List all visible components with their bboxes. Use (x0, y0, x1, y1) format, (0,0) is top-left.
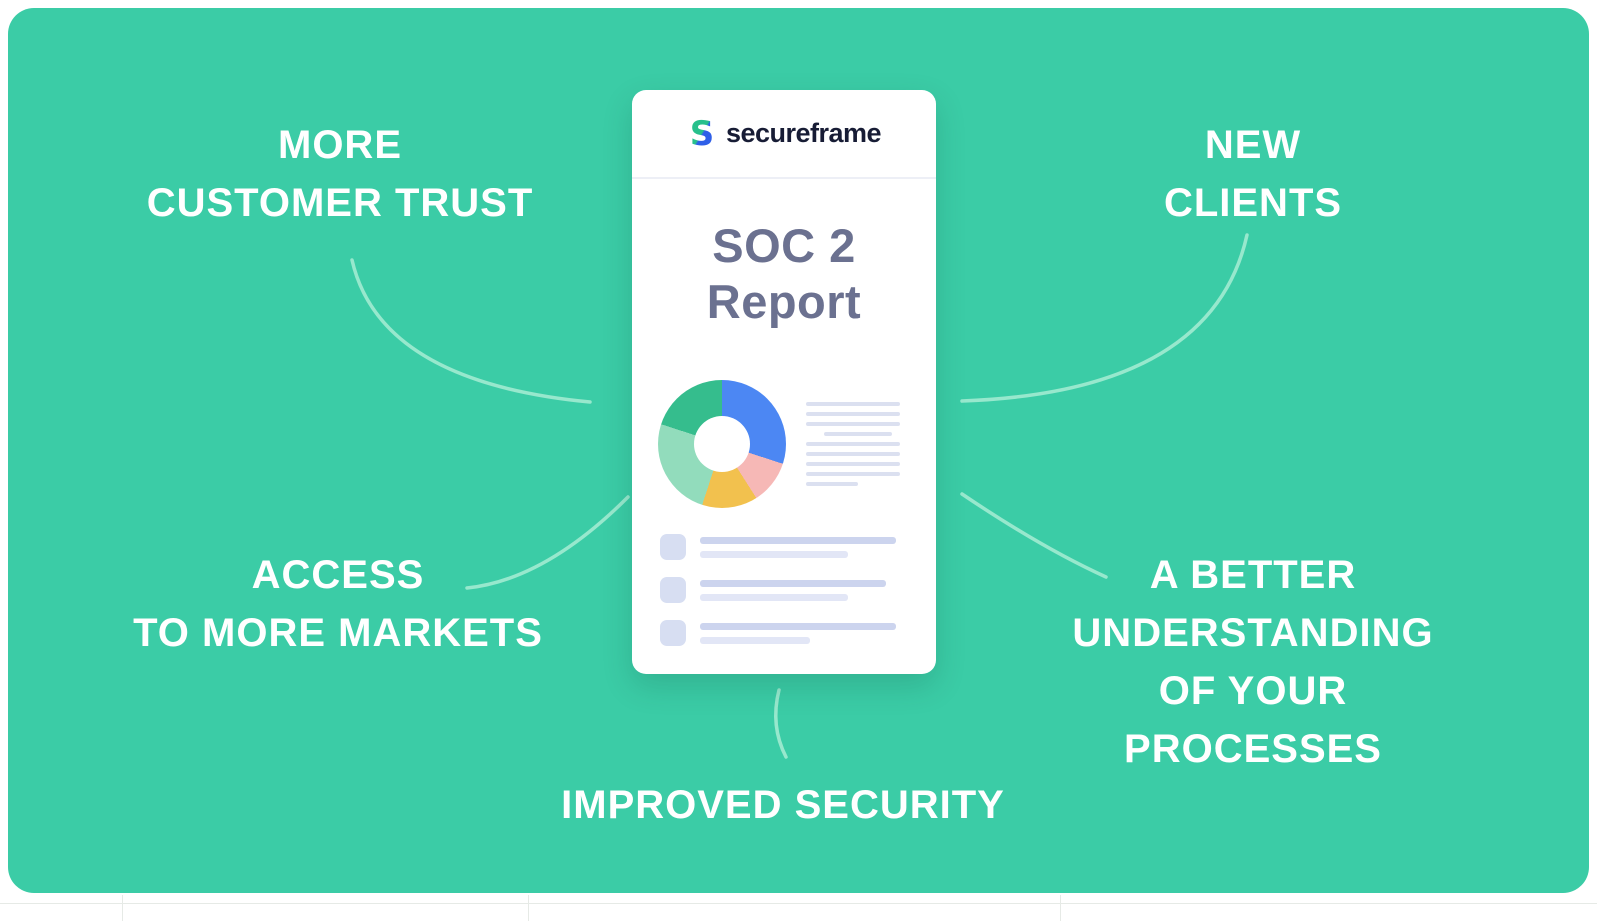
report-checklist (660, 534, 908, 646)
placeholder-text-line (806, 482, 858, 486)
placeholder-text-line (700, 537, 896, 544)
background-grid-tick (528, 895, 529, 921)
card-divider (632, 177, 936, 179)
report-summary-section (632, 380, 936, 508)
secureframe-logo: S secureframe (632, 114, 936, 152)
placeholder-text-line (806, 452, 900, 456)
placeholder-text-line (700, 637, 810, 644)
background-grid-tick (1060, 895, 1061, 921)
placeholder-text-line (806, 472, 900, 476)
checklist-item-lines (700, 534, 896, 558)
report-paragraph-lines (806, 402, 910, 486)
placeholder-text-line (806, 402, 900, 406)
donut-hole (694, 416, 750, 472)
checklist-item (660, 620, 908, 646)
background-grid-line (0, 903, 1597, 904)
benefit-label-better-understanding: A BETTER UNDERSTANDING OF YOUR PROCESSES (1072, 553, 1434, 771)
report-title: SOC 2 Report (706, 219, 862, 328)
secureframe-logo-icon: S (690, 114, 715, 152)
placeholder-text-line (824, 432, 892, 436)
benefit-label-improved-security: IMPROVED SECURITY (561, 783, 1005, 827)
placeholder-text-line (700, 623, 896, 630)
secureframe-logo-text: secureframe (725, 117, 882, 148)
checklist-item (660, 534, 908, 560)
placeholder-text-line (700, 594, 848, 601)
checkbox-placeholder (660, 620, 686, 646)
benefit-label-new-clients: NEW CLIENTS (1163, 123, 1343, 225)
svg-text:S: S (690, 114, 715, 152)
placeholder-text-line (806, 412, 900, 416)
checklist-item (660, 577, 908, 603)
report-donut-chart (658, 380, 786, 508)
placeholder-text-line (806, 462, 900, 466)
background-grid-tick (122, 895, 123, 921)
placeholder-text-line (806, 442, 900, 446)
soc2-report-card: S secureframe SOC 2 Report (632, 90, 936, 674)
checkbox-placeholder (660, 577, 686, 603)
checklist-item-lines (700, 577, 886, 601)
benefit-label-access-to-more-markets: ACCESS TO MORE MARKETS (133, 553, 543, 655)
placeholder-text-line (806, 422, 900, 426)
placeholder-text-line (700, 580, 886, 587)
placeholder-text-line (700, 551, 848, 558)
checklist-item-lines (700, 620, 896, 644)
benefit-label-more-customer-trust: MORE CUSTOMER TRUST (146, 123, 534, 225)
checkbox-placeholder (660, 534, 686, 560)
